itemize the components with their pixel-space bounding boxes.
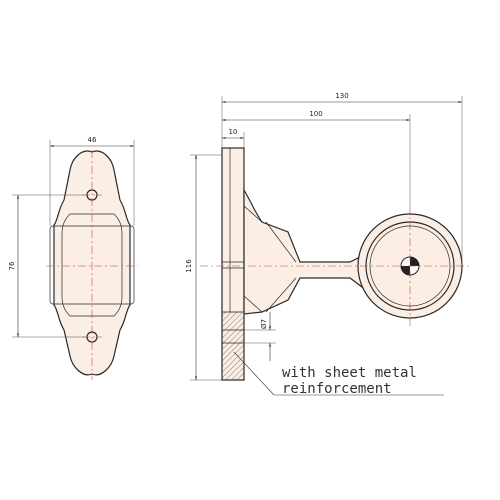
overall-length-label: 130 — [335, 92, 348, 100]
front-width-label: 46 — [88, 136, 97, 144]
front-height-label: 76 — [8, 261, 16, 270]
overall-length-dimension: 130 — [221, 92, 463, 266]
hole-diameter-label: Ø7 — [260, 319, 268, 329]
hole-diameter-dimension: Ø7 — [244, 312, 276, 361]
base-thickness-label: 10 — [229, 128, 238, 136]
note-line-2: reinforcement — [282, 381, 392, 397]
front-width-dimension: 46 — [49, 136, 135, 226]
side-height-label: 116 — [185, 259, 193, 273]
side-view — [200, 147, 470, 381]
arm-body — [243, 187, 367, 315]
base-thickness-dimension: 10 — [222, 128, 245, 148]
front-inner-outline — [61, 213, 123, 317]
sheet-metal-section — [221, 311, 245, 381]
side-height-dimension: 116 — [185, 154, 222, 381]
reinforcement-note: with sheet metal reinforcement — [233, 351, 444, 397]
arm-length-dimension: 100 — [222, 110, 411, 206]
front-view — [46, 150, 138, 380]
front-height-dimension: 76 — [8, 194, 88, 338]
arm-length-label: 100 — [309, 110, 322, 118]
note-line-1: with sheet metal — [282, 365, 417, 381]
